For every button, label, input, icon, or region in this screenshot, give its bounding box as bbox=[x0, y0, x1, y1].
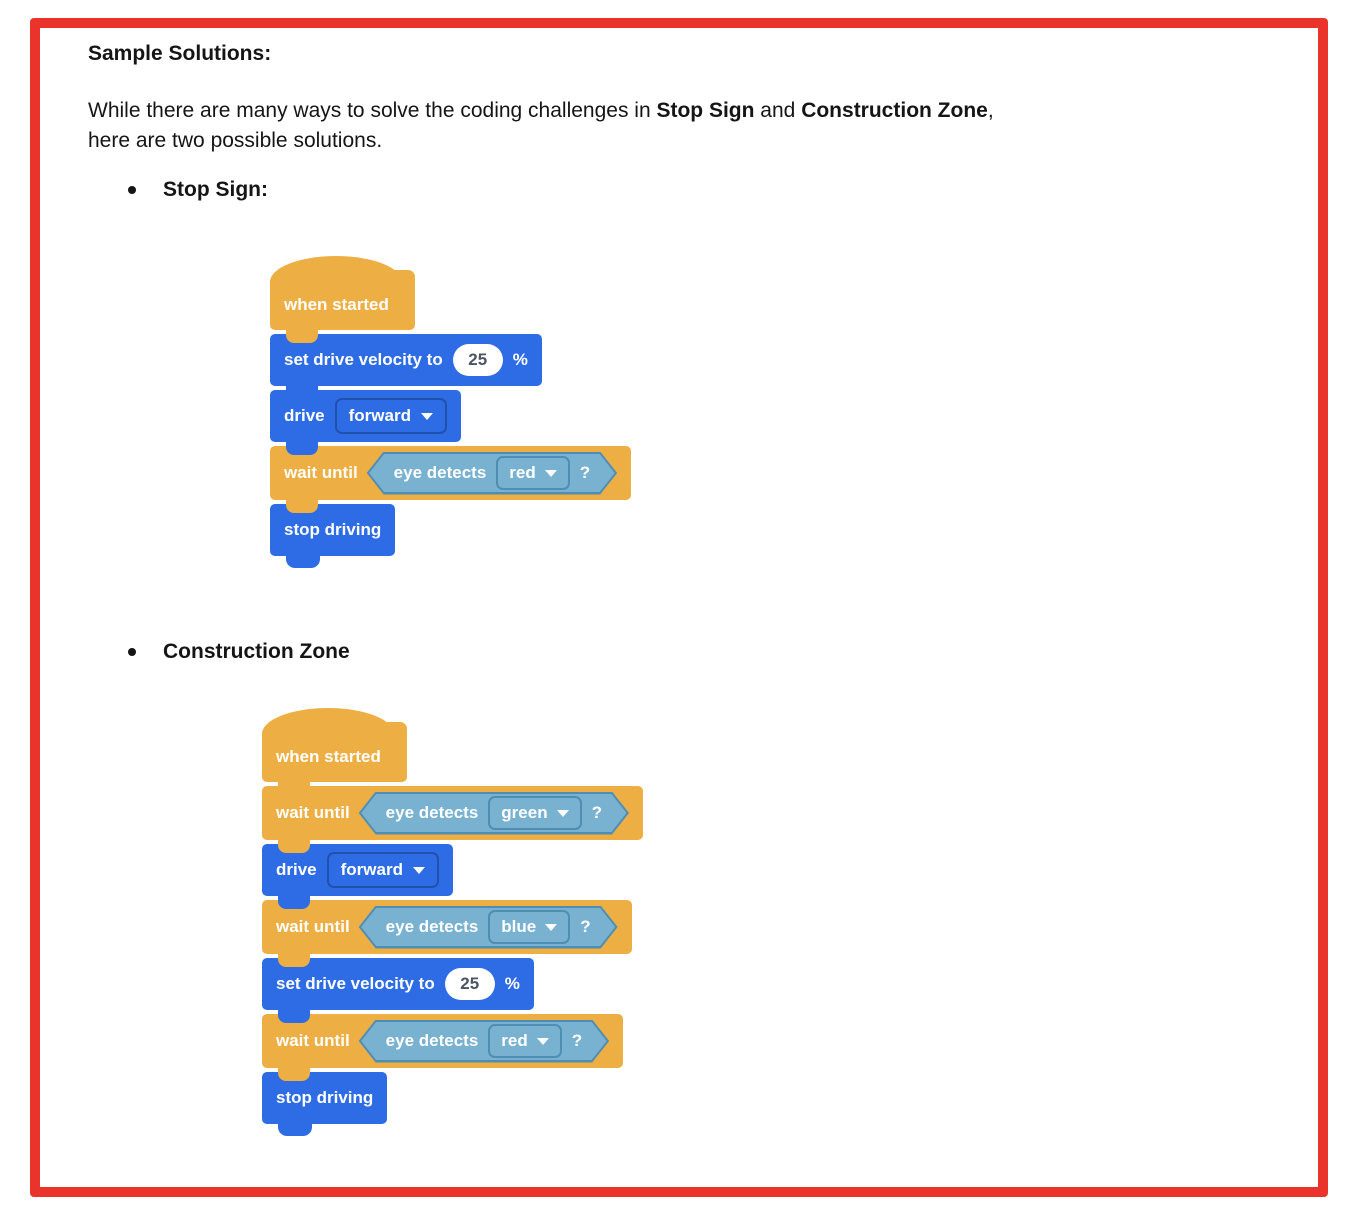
question-mark-label: ? bbox=[580, 917, 591, 936]
eye-color-dropdown[interactable]: red bbox=[488, 1024, 561, 1058]
connector-notch bbox=[278, 1068, 310, 1081]
bullet-icon bbox=[128, 186, 136, 194]
block-label: stop driving bbox=[284, 520, 382, 539]
eye-detects-condition[interactable]: eye detects red ? bbox=[359, 1020, 609, 1063]
bullet-stop-sign: Stop Sign: bbox=[128, 178, 268, 202]
dropdown-value: green bbox=[501, 803, 548, 822]
block-wait-until-red[interactable]: wait until eye detects red ? bbox=[262, 1010, 624, 1068]
dropdown-caret-icon bbox=[545, 470, 557, 477]
question-mark-label: ? bbox=[591, 803, 602, 822]
eye-detects-condition[interactable]: eye detects green ? bbox=[359, 792, 629, 835]
dropdown-caret-icon bbox=[545, 924, 557, 931]
connector-notch bbox=[278, 782, 310, 795]
connector-notch bbox=[278, 896, 310, 909]
block-when-started[interactable]: when started bbox=[262, 708, 407, 782]
velocity-value-input[interactable]: 25 bbox=[444, 968, 495, 1000]
block-set-drive-velocity[interactable]: set drive velocity to 25 % bbox=[262, 954, 534, 1010]
hat-ledge bbox=[378, 270, 415, 282]
block-wait-until-red[interactable]: wait until eye detects red ? bbox=[270, 442, 632, 500]
block-label: wait until bbox=[276, 917, 350, 936]
intro-paragraph: While there are many ways to solve the c… bbox=[88, 96, 1268, 156]
bullet-icon bbox=[128, 648, 136, 656]
dropdown-value: forward bbox=[340, 860, 403, 879]
eye-color-dropdown[interactable]: green bbox=[488, 796, 581, 830]
question-mark-label: ? bbox=[571, 1031, 583, 1050]
block-label: wait until bbox=[276, 1031, 350, 1050]
bullet-construction-zone: Construction Zone bbox=[128, 640, 350, 664]
eye-detects-condition[interactable]: eye detects red ? bbox=[367, 452, 617, 495]
block-label: drive bbox=[284, 406, 325, 425]
block-when-started[interactable]: when started bbox=[270, 256, 415, 330]
intro-text: and bbox=[754, 99, 802, 122]
condition-label: eye detects bbox=[385, 803, 479, 822]
eye-color-dropdown[interactable]: blue bbox=[488, 910, 570, 944]
bullet-label: Stop Sign: bbox=[163, 178, 268, 201]
connector-notch bbox=[278, 840, 310, 853]
connector-notch bbox=[278, 1010, 310, 1023]
unit-label: % bbox=[504, 974, 520, 993]
block-label: wait until bbox=[276, 803, 350, 822]
block-stop-driving[interactable]: stop driving bbox=[262, 1068, 388, 1136]
hat-body: when started bbox=[270, 280, 415, 330]
dropdown-caret-icon bbox=[557, 810, 569, 817]
intro-bold-construction-zone: Construction Zone bbox=[801, 99, 988, 122]
block-drive[interactable]: drive forward bbox=[270, 386, 461, 442]
intro-text: While there are many ways to solve the c… bbox=[88, 99, 657, 122]
drive-direction-dropdown[interactable]: forward bbox=[326, 852, 439, 888]
dropdown-caret-icon bbox=[420, 412, 433, 420]
dropdown-caret-icon bbox=[412, 866, 425, 874]
dropdown-value: forward bbox=[348, 406, 411, 425]
block-wait-until-green[interactable]: wait until eye detects green ? bbox=[262, 782, 643, 840]
block-label: set drive velocity to bbox=[284, 350, 443, 369]
connector-notch bbox=[278, 954, 310, 967]
question-mark-label: ? bbox=[579, 463, 591, 482]
block-stop-driving[interactable]: stop driving bbox=[270, 500, 396, 568]
stop-sign-block-stack: when started set drive velocity to 25 % … bbox=[270, 256, 632, 568]
unit-label: % bbox=[512, 350, 528, 369]
condition-label: eye detects bbox=[385, 917, 479, 936]
dropdown-value: red bbox=[501, 1031, 528, 1050]
eye-detects-condition[interactable]: eye detects blue ? bbox=[359, 906, 618, 949]
dropdown-value: blue bbox=[501, 917, 537, 936]
intro-line2: here are two possible solutions. bbox=[88, 129, 383, 152]
hat-body: when started bbox=[262, 732, 407, 782]
dropdown-value: red bbox=[509, 463, 536, 482]
velocity-value-input[interactable]: 25 bbox=[452, 344, 503, 376]
dropdown-caret-icon bbox=[537, 1038, 549, 1045]
connector-notch bbox=[286, 500, 318, 513]
drive-direction-dropdown[interactable]: forward bbox=[334, 398, 447, 434]
page-title: Sample Solutions: bbox=[88, 42, 272, 65]
connector-notch bbox=[286, 330, 318, 343]
block-label: drive bbox=[276, 860, 317, 879]
connector-notch bbox=[286, 386, 318, 399]
condition-label: eye detects bbox=[393, 463, 487, 482]
block-label: when started bbox=[276, 747, 381, 766]
connector-notch bbox=[286, 442, 318, 455]
construction-zone-block-stack: when started wait until eye detects gree… bbox=[262, 708, 643, 1136]
block-set-drive-velocity[interactable]: set drive velocity to 25 % bbox=[270, 330, 542, 386]
block-label: stop driving bbox=[276, 1088, 374, 1107]
block-label: when started bbox=[284, 295, 389, 314]
block-label: set drive velocity to bbox=[276, 974, 435, 993]
block-label: wait until bbox=[284, 463, 358, 482]
hat-ledge bbox=[370, 722, 407, 734]
eye-color-dropdown[interactable]: red bbox=[496, 456, 569, 490]
bullet-label: Construction Zone bbox=[163, 640, 350, 663]
intro-bold-stop-sign: Stop Sign bbox=[656, 99, 755, 122]
block-wait-until-blue[interactable]: wait until eye detects blue ? bbox=[262, 896, 632, 954]
intro-text: , bbox=[987, 99, 994, 122]
condition-label: eye detects bbox=[385, 1031, 479, 1050]
block-drive[interactable]: drive forward bbox=[262, 840, 453, 896]
